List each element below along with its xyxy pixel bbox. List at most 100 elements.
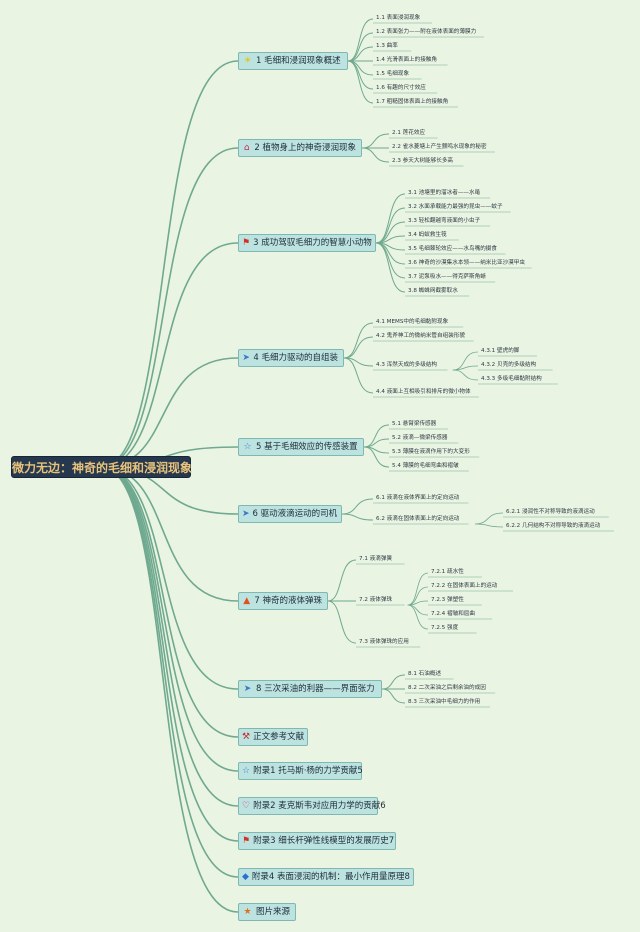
branch-label: 附录4 表面浸润的机制：最小作用量原理8: [251, 872, 410, 882]
branch-topic[interactable]: ⚑3 成功驾驭毛细力的智慧小动物: [238, 234, 376, 252]
subtopic[interactable]: 4.3 浑然天成的多级结构: [376, 361, 438, 368]
subtopic[interactable]: 3.1 池塘里的溜冰者——水黾: [408, 189, 481, 196]
branch-connector: [100, 357, 239, 468]
branch-topic[interactable]: ◆附录4 表面浸润的机制：最小作用量原理8: [238, 868, 414, 886]
branch-label: 附录1 托马斯·杨的力学贡献5: [253, 766, 363, 776]
subtopic-connector: [381, 674, 406, 690]
branch-topic[interactable]: ★图片来源: [238, 903, 296, 921]
subtopic[interactable]: 4.1 MEMS中的毛细黏附现象: [376, 318, 449, 325]
subtopic[interactable]: 1.7 粗糙固体表面上的接触角: [376, 98, 449, 105]
subtopic-connector: [381, 688, 406, 704]
subtopic[interactable]: 3.5 毛细棘轮效应——水鸟嘴的摄食: [408, 245, 497, 252]
branch-label: 2 植物身上的神奇浸润现象: [254, 143, 356, 153]
subtopic[interactable]: 1.1 表面浸润现象: [376, 14, 421, 21]
root-topic[interactable]: 微力无边：神奇的毛细和浸润现象: [11, 456, 192, 478]
branch-label: 7 神奇的液体弹珠: [254, 596, 322, 606]
branch-label: 1 毛细和浸润现象概述: [256, 56, 341, 66]
subtopic[interactable]: 6.2 液滴在固体表面上的定向运动: [376, 515, 460, 522]
subtopic-connector: [347, 18, 374, 62]
branch-topic[interactable]: ☆5 基于毛细效应的传感装置: [238, 438, 364, 456]
detail-topic[interactable]: 4.3.1 壁虎的脚: [481, 347, 520, 354]
detail-topic[interactable]: 4.3.3 多级毛细黏附结构: [481, 375, 542, 382]
subtopic[interactable]: 3.3 轻松翻越弯液面的小虫子: [408, 217, 481, 224]
subtopic-connector: [343, 336, 374, 359]
subtopic-connector: [343, 322, 374, 359]
subtopic[interactable]: 3.2 水面承载能力最强的昆虫——蚊子: [408, 203, 503, 210]
branch-label: 图片来源: [255, 907, 290, 917]
branch-topic[interactable]: ⚑附录3 细长杆弹性线模型的发展历史7: [238, 832, 396, 850]
subtopic[interactable]: 1.5 毛细现象: [376, 70, 410, 77]
subtopic-connector: [347, 60, 374, 76]
subtopic[interactable]: 3.8 蜘蛛网截雾取水: [408, 287, 458, 294]
detail-topic[interactable]: 7.2.2 在固体表面上的运动: [431, 582, 498, 589]
branch-topic[interactable]: ➤ 8 三次采油的利器——界面张力: [238, 680, 382, 698]
star-filled-icon: ★: [243, 906, 252, 917]
detail-topic[interactable]: 6.2.2 几何结构不对称导致的液滴运动: [506, 522, 601, 529]
detail-connector: [475, 512, 504, 525]
detail-connector: [475, 523, 504, 528]
subtopic[interactable]: 3.6 神奇的沙漠集水本领——纳米比亚沙漠甲虫: [408, 259, 525, 266]
subtopic[interactable]: 2.3 参天大树能够长多高: [392, 157, 454, 164]
branch-topic[interactable]: ➤6 驱动液滴运动的司机: [238, 505, 342, 523]
subtopic[interactable]: 1.2 表面张力——附在液体表面的薄膜力: [376, 28, 477, 35]
branch-label: 附录3 细长杆弹性线模型的发展历史7: [253, 836, 395, 846]
subtopic[interactable]: 1.3 曲率: [376, 42, 398, 49]
detail-topic[interactable]: 7.2.3 弹塑性: [431, 596, 464, 603]
subtopic-connector: [347, 46, 374, 62]
branch-connector: [100, 466, 239, 738]
branch-topic[interactable]: ▲7 神奇的液体弹珠: [238, 592, 328, 610]
subtopic[interactable]: 1.4 光滑表面上的接触角: [376, 56, 438, 63]
detail-connector: [452, 369, 479, 381]
plane-icon: ➤: [243, 683, 252, 694]
subtopic[interactable]: 8.2 二次采油之后剩余油的成因: [408, 684, 486, 691]
subtopic[interactable]: 6.1 液滴在液体界面上的定向运动: [376, 494, 460, 501]
subtopic[interactable]: 5.1 悬臂梁传感器: [392, 420, 437, 427]
subtopic[interactable]: 5.3 薄膜在液滴作用下的大变形: [392, 448, 470, 455]
branch-label: 附录2 麦克斯韦对应用力学的贡献6: [253, 801, 386, 811]
branch-label: 4 毛细力驱动的自组装: [253, 353, 338, 363]
subtopic[interactable]: 8.3 三次采油中毛细力的作用: [408, 698, 481, 705]
detail-connector: [407, 586, 429, 606]
branch-label: 8 三次采油的利器——界面张力: [256, 684, 375, 694]
star-icon: ☆: [243, 441, 252, 452]
subtopic[interactable]: 7.3 液体弹珠的应用: [359, 638, 409, 645]
subtopic[interactable]: 8.1 石油概述: [408, 670, 442, 677]
subtopic[interactable]: 1.6 有趣的尺寸效应: [376, 84, 426, 91]
branch-topic[interactable]: ♡附录2 麦克斯韦对应用力学的贡献6: [238, 797, 386, 815]
subtopic[interactable]: 3.7 泥泵吸水——得克萨斯角蜥: [408, 273, 486, 280]
subtopic[interactable]: 5.4 薄膜的毛细弯曲和褶皱: [392, 462, 459, 469]
plane-icon: ➤: [242, 352, 250, 363]
subtopic-connector: [375, 221, 406, 244]
subtopic[interactable]: 3.4 蚂蚁救生筏: [408, 231, 447, 238]
detail-topic[interactable]: 6.2.1 浸润性不对称导致的液滴运动: [506, 508, 595, 515]
subtopic[interactable]: 2.2 雀水菱塘上产生颤鸣水现象的秘密: [392, 143, 487, 150]
subtopic-connector: [343, 357, 374, 394]
flag-icon: ⚑: [242, 835, 251, 846]
subtopic[interactable]: 4.2 鬼斧神工的微纳米管自组装形貌: [376, 332, 465, 339]
subtopic[interactable]: 7.1 液滴弹簧: [359, 555, 393, 562]
subtopic-connector: [327, 600, 357, 644]
branch-topic[interactable]: ☀1 毛细和浸润现象概述: [238, 52, 348, 70]
branch-topic[interactable]: ⌂2 植物身上的神奇浸润现象: [238, 139, 362, 157]
branch-topic[interactable]: ☆附录1 托马斯·杨的力学贡献5: [238, 762, 363, 780]
detail-connector: [452, 351, 479, 371]
drop-icon: ◆: [242, 871, 249, 882]
branch-topic[interactable]: ⚒正文参考文献: [238, 728, 308, 746]
detail-connector: [407, 572, 429, 606]
detail-topic[interactable]: 7.2.5 强度: [431, 624, 459, 631]
branch-topic[interactable]: ➤4 毛细力驱动的自组装: [238, 349, 344, 367]
branch-connector: [100, 466, 239, 842]
subtopic[interactable]: 4.4 液面上互相吸引和排斥的微小物体: [376, 388, 471, 395]
detail-topic[interactable]: 4.3.2 贝壳的多级结构: [481, 361, 537, 368]
subtopic[interactable]: 5.2 液滴—微梁传感器: [392, 434, 448, 441]
branch-connector: [100, 466, 239, 807]
subtopic[interactable]: 2.1 莲花效应: [392, 129, 426, 136]
branch-connector: [100, 60, 239, 468]
detail-topic[interactable]: 7.2.4 褶皱和屈曲: [431, 610, 475, 617]
fire-icon: ▲: [243, 595, 251, 606]
subtopic[interactable]: 7.2 液体弹珠: [359, 596, 393, 603]
branch-connector: [100, 466, 239, 772]
detail-topic[interactable]: 7.2.1 疏水性: [431, 568, 464, 575]
subtopic-connector: [341, 513, 374, 521]
plane-icon: ➤: [242, 508, 250, 519]
